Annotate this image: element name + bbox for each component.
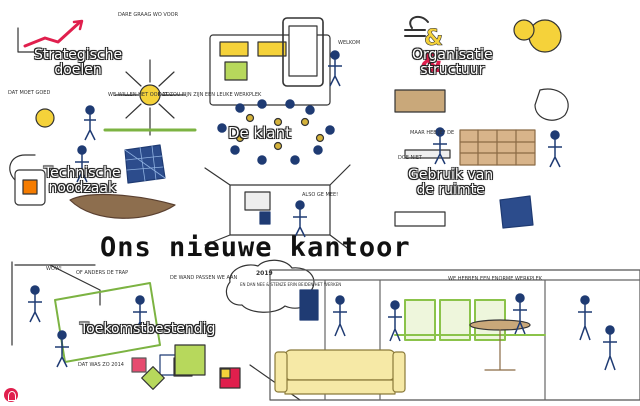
annotation-also: ALSO GE MEE! [302, 192, 339, 198]
label-org-structure: Organisatie structuur [412, 47, 493, 79]
label-customer: De klant [228, 124, 291, 142]
svg-text:&: & [424, 26, 443, 51]
label-org-structure-line1: Organisatie [412, 47, 493, 63]
main-title: Ons nieuwe kantoor [100, 232, 411, 263]
annotation-not-good: DAT MOET GOED [8, 90, 51, 96]
annotation-stairs: OF ANDERS DE TRAP [76, 270, 129, 276]
annotation-dont: DOE NIET [398, 155, 422, 161]
annotation-small: EN DAN NEE & STENZE ERIN BEIDEN HET WERK… [240, 282, 342, 287]
label-space-usage: Gebruik van de ruimte [408, 167, 494, 199]
label-space-usage-line2: de ruimte [416, 182, 485, 199]
annotation-maybe: MAAR HEB JE? DE [410, 130, 455, 136]
label-strategic-goals-line2: doelen [54, 62, 102, 79]
annotation-welcome: WELKOM [338, 40, 361, 46]
label-technical-line1: Technische [44, 165, 121, 181]
label-space-usage-line1: Gebruik van [408, 167, 494, 183]
label-future-proof: Toekomstbestendig [80, 321, 216, 337]
annotation-dare: DARE GRAAG WO VOOR [118, 12, 179, 18]
annotation-great-workplace: WE HEBBEN EEN ENORME WERKPLEK [448, 276, 543, 282]
annotation-year: 2019 [256, 270, 273, 277]
annotation-was-2014: DAT WAS ZO 2014 [78, 362, 124, 368]
label-technical: Technische noodzaak [44, 165, 121, 197]
annotation-wow: WOW! [46, 266, 62, 272]
annotation-walls: DE WAND PASSEN WE AAN [170, 275, 238, 281]
logo-icon [4, 388, 18, 402]
annotation-willing: WE WILLEN HET OOK ZO [108, 92, 170, 98]
label-technical-line2: noodzaak [48, 180, 117, 197]
label-strategic-goals: Strategische doelen [34, 47, 123, 79]
label-org-structure-line2: structuur [420, 62, 485, 79]
annotation-nice-place: DAT ZOU FIJN ZIJN EEN LEUKE WERKPLEK [158, 92, 262, 98]
svg-text:&: & [420, 49, 443, 79]
label-strategic-goals-line1: Strategische [34, 47, 123, 63]
